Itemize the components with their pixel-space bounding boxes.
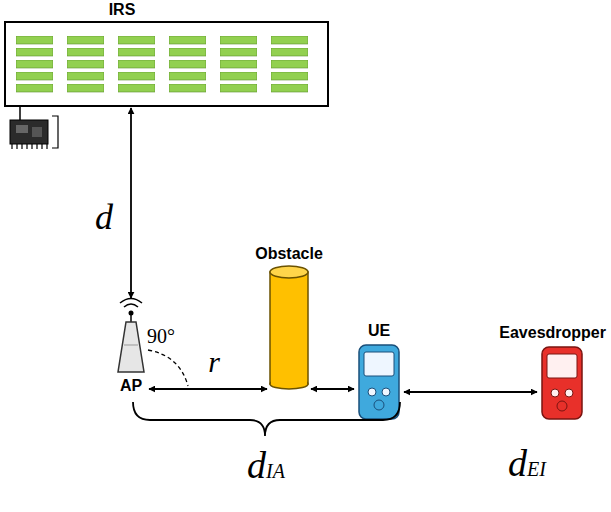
- ap-antenna: [118, 299, 144, 373]
- access-point: AP: [116, 300, 146, 374]
- distance-arrow: [149, 388, 267, 390]
- distance-brace: [133, 402, 400, 436]
- distance-arrow: [130, 108, 132, 298]
- node-label: UE: [368, 322, 390, 340]
- controller-chip: [10, 106, 58, 149]
- distance-symbol: r: [208, 345, 220, 378]
- distance-arrow: [404, 391, 537, 393]
- node-label: Obstacle: [255, 245, 323, 263]
- irs-panel: IRS: [5, 22, 328, 106]
- node-label: Eavesdropper: [499, 324, 606, 342]
- irs-board: [5, 22, 328, 106]
- node-label: IRS: [109, 1, 136, 19]
- distance-symbol: dIA: [247, 445, 285, 487]
- eavesdropper: Eavesdropper: [540, 345, 584, 421]
- eavesdropper-phone: [542, 347, 582, 419]
- distance-arrow: [311, 388, 354, 390]
- angle-label: 90°: [147, 325, 175, 347]
- node-label: AP: [120, 377, 142, 395]
- edge-label: dEI: [508, 443, 546, 485]
- angle-arc: [148, 350, 188, 386]
- ue-phone: [359, 345, 399, 419]
- user-equipment: UE: [357, 343, 401, 421]
- obstacle-cylinder: [270, 266, 308, 389]
- irs-elements: [16, 34, 308, 96]
- edge-label: d: [95, 198, 113, 238]
- obstacle: Obstacle: [270, 266, 308, 387]
